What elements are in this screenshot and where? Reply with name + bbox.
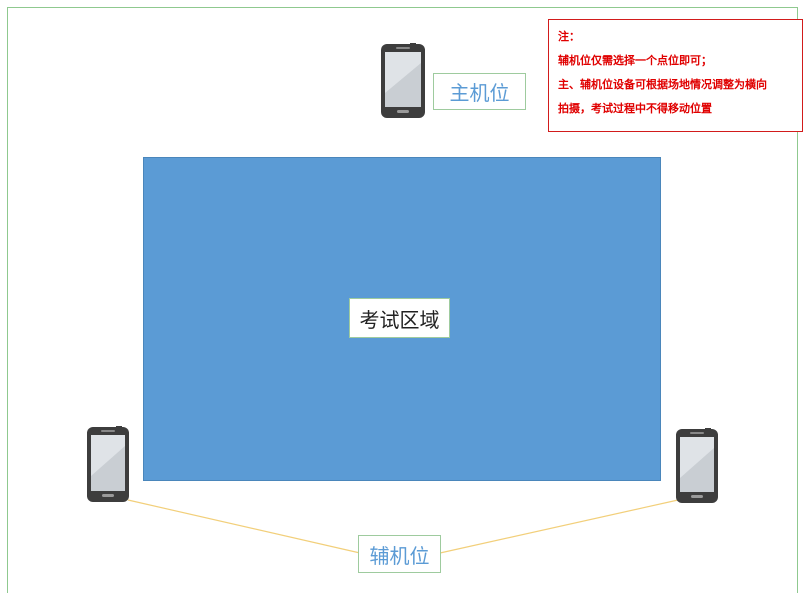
smartphone-icon — [381, 43, 425, 118]
smartphone-icon — [87, 426, 129, 502]
connector-right — [439, 499, 679, 554]
note-title: 注： — [558, 30, 580, 43]
note-line-2: 主、辅机位设备可根据场地情况调整为横向 — [558, 78, 767, 91]
connector-left — [127, 499, 361, 554]
note-line-1: 辅机位仅需选择一个点位即可； — [558, 54, 712, 67]
aux-camera-label: 辅机位 — [358, 535, 441, 573]
exam-area — [143, 157, 661, 481]
exam-area-label: 考试区域 — [349, 298, 450, 338]
note-line-3: 拍摄，考试过程中不得移动位置 — [558, 102, 712, 115]
note-box: 注： 辅机位仅需选择一个点位即可； 主、辅机位设备可根据场地情况调整为横向 拍摄… — [548, 19, 803, 132]
smartphone-icon — [676, 428, 718, 503]
diagram-frame — [7, 7, 798, 593]
main-camera-label: 主机位 — [433, 73, 526, 110]
